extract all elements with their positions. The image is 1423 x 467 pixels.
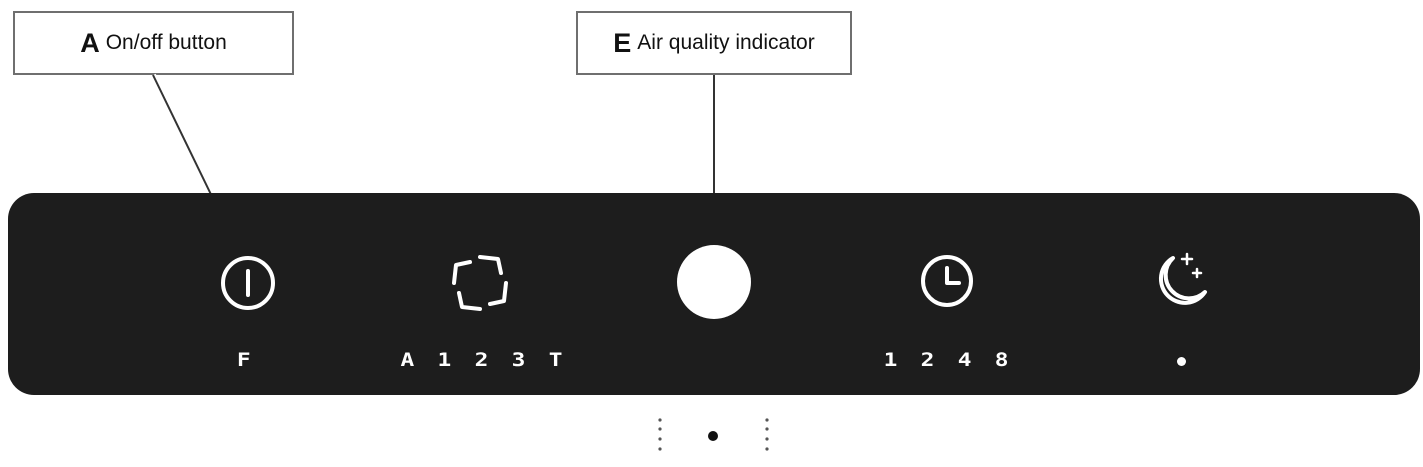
power-label-text: F (236, 349, 251, 371)
callout-letter-a: A (80, 27, 100, 58)
fan-speed-label-text: A 1 2 3 T (400, 349, 563, 371)
timer-label-text: 1 2 4 8 (883, 349, 1009, 371)
fan-icon[interactable] (440, 245, 520, 321)
power-labels: F (236, 348, 251, 372)
power-icon[interactable] (209, 247, 287, 319)
dot-indicator (658, 418, 769, 451)
callout-text-a: On/off button (105, 31, 227, 54)
callout-text-e: Air quality indicator (637, 31, 815, 54)
fan-speed-labels: A 1 2 3 T (401, 348, 563, 372)
night-mode-dot (1177, 357, 1186, 366)
air-quality-indicator-icon (677, 245, 751, 319)
callout-on-off-button: A On/off button (13, 11, 294, 75)
night-mode-icon[interactable] (1147, 246, 1213, 316)
timer-icon[interactable] (914, 248, 980, 314)
timer-labels: 1 2 4 8 (884, 348, 1009, 372)
callout-letter-e: E (613, 27, 632, 58)
callout-air-quality-indicator: E Air quality indicator (576, 11, 852, 75)
